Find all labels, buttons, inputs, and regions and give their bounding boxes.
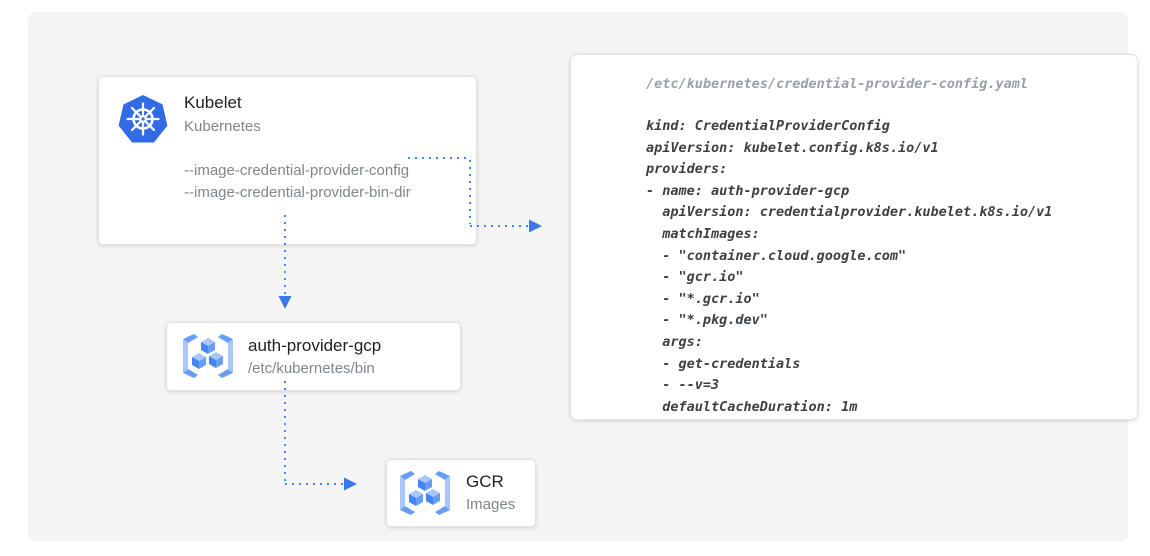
kubernetes-icon (117, 94, 169, 146)
gcr-icon (397, 470, 453, 516)
config-file-path: /etc/kubernetes/credential-provider-conf… (646, 76, 1029, 92)
auth-provider-gcp-title: auth-provider-gcp (248, 336, 382, 355)
flag-image-credential-provider-bin-dir: --image-credential-provider-bin-dir (184, 184, 411, 201)
kubelet-subtitle: Kubernetes (184, 118, 261, 135)
credential-provider-config-panel: /etc/kubernetes/credential-provider-conf… (570, 54, 1138, 420)
gcr-subtitle: Images (466, 496, 516, 513)
gcr-icon (180, 333, 236, 379)
kubelet-title: Kubelet (184, 93, 242, 112)
auth-provider-gcp-node: auth-provider-gcp /etc/kubernetes/bin (166, 322, 461, 391)
gcr-node: GCR Images (386, 459, 536, 527)
gcr-title: GCR (466, 472, 504, 491)
diagram-canvas: Kubelet Kubernetes --image-credential-pr… (28, 12, 1138, 542)
config-yaml-code: kind: CredentialProviderConfig apiVersio… (646, 118, 1053, 415)
kubelet-node: Kubelet Kubernetes --image-credential-pr… (98, 76, 477, 245)
auth-provider-gcp-path: /etc/kubernetes/bin (248, 360, 375, 377)
flag-image-credential-provider-config: --image-credential-provider-config (184, 162, 410, 179)
kubelet-flags: --image-credential-provider-config --ima… (184, 160, 411, 204)
